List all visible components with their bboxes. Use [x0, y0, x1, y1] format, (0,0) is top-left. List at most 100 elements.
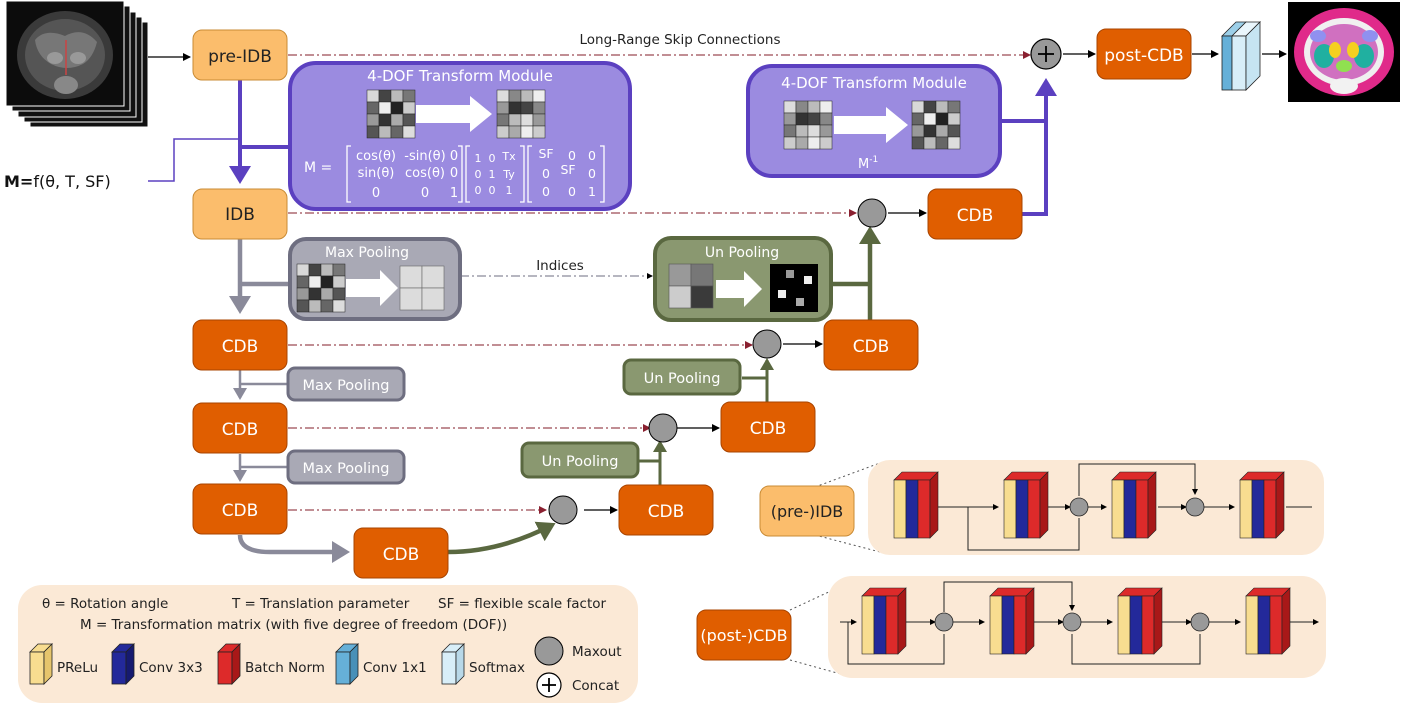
svg-text:0: 0 — [421, 186, 429, 201]
formula-bold: M= — [4, 172, 33, 191]
concat-legend-icon — [536, 672, 562, 698]
legend-translation: T = Translation parameter — [231, 596, 410, 612]
conv3-legend-icon — [111, 643, 135, 685]
svg-text:IDB: IDB — [225, 205, 255, 225]
svg-text:CDB: CDB — [383, 545, 420, 565]
block-post-cdb: post-CDB — [1096, 28, 1192, 80]
svg-text:Softmax: Softmax — [469, 660, 525, 676]
inverse-label: M-1 — [858, 155, 878, 172]
svg-text:sin(θ): sin(θ) — [358, 166, 395, 181]
svg-text:1: 1 — [506, 184, 513, 197]
un-pooling-small-2: Un Pooling — [622, 358, 742, 396]
cdb3-to-bottleneck-arrow — [237, 534, 350, 563]
block-cdb-bottleneck: CDB — [353, 527, 449, 579]
inverse-grid-output — [911, 100, 961, 150]
svg-text:0: 0 — [588, 166, 596, 181]
cdb-detail-stack-1 — [861, 587, 907, 655]
scale-matrix: SF 0 0 0 SF 0 0 0 1 — [538, 146, 596, 199]
max-pooling-title: Max Pooling — [325, 245, 409, 261]
block-idb: IDB — [192, 188, 288, 240]
legend: θ = Rotation angle T = Translation param… — [18, 585, 638, 703]
svg-text:CDB: CDB — [750, 419, 787, 439]
legend-matrix: M = Transformation matrix (with five deg… — [80, 617, 507, 633]
maxout-node-1 — [752, 329, 782, 359]
svg-text:0: 0 — [450, 149, 458, 164]
maxout-node-0 — [857, 198, 887, 228]
svg-text:Concat: Concat — [572, 678, 619, 694]
svg-text:0: 0 — [568, 184, 576, 199]
svg-text:Max Pooling: Max Pooling — [302, 378, 389, 394]
svg-text:Maxout: Maxout — [572, 644, 622, 660]
input-mri-stack — [5, 0, 149, 128]
svg-text:Un Pooling: Un Pooling — [644, 371, 721, 387]
concat-node — [1030, 38, 1062, 70]
transform-forward-title: 4-DOF Transform Module — [367, 67, 553, 85]
detail-cdb-panel: (post-)CDB — [696, 576, 1326, 678]
transform-module-forward: 4-DOF Transform Module — [288, 61, 632, 211]
idb-detail-stack-4 — [1239, 471, 1285, 539]
idb-detail-stack-3 — [1111, 471, 1157, 539]
conv1-legend-icon — [335, 643, 359, 685]
svg-text:SF: SF — [560, 162, 575, 177]
detail-idb-panel: (pre-)IDB — [759, 460, 1324, 555]
svg-text:0: 0 — [542, 166, 550, 181]
svg-text:Max Pooling: Max Pooling — [302, 461, 389, 477]
grid-input — [366, 89, 416, 139]
idb-detail-stack-1 — [893, 471, 939, 539]
transform-module-inverse: 4-DOF Transform Module — [746, 64, 1002, 178]
svg-text:cos(θ): cos(θ) — [356, 149, 396, 164]
cdb-detail-stack-2 — [989, 587, 1035, 655]
svg-text:-sin(θ): -sin(θ) — [404, 149, 445, 164]
un-pooling-title: Un Pooling — [705, 245, 779, 261]
inverse-grid-input — [783, 100, 833, 150]
svg-text:CDB: CDB — [853, 337, 890, 357]
transform-inverse-title: 4-DOF Transform Module — [781, 74, 967, 92]
svg-text:M=f(θ, T, SF): M=f(θ, T, SF) — [4, 172, 111, 191]
unpool-grid-input — [668, 263, 714, 309]
svg-text:CDB: CDB — [222, 420, 259, 440]
svg-text:CDB: CDB — [957, 206, 994, 226]
svg-text:0: 0 — [542, 184, 550, 199]
svg-text:1: 1 — [450, 186, 458, 201]
svg-text:Tx: Tx — [501, 150, 516, 163]
unpool-grid-output — [770, 264, 818, 312]
detail-idb-label: (pre-)IDB — [771, 502, 844, 521]
svg-text:CDB: CDB — [648, 502, 685, 522]
max-pooling-module: Max Pooling — [288, 237, 462, 321]
pool-grid-input — [296, 263, 346, 313]
bottleneck-to-maxout-arrow — [447, 521, 556, 555]
formula-input-line — [148, 138, 240, 182]
block-cdb-dec2: CDB — [720, 401, 816, 453]
block-cdb-enc1: CDB — [192, 319, 288, 371]
svg-text:0: 0 — [450, 166, 458, 181]
svg-text:0: 0 — [489, 152, 496, 165]
matrix-prefix: M = — [304, 160, 332, 176]
svg-text:1: 1 — [489, 168, 496, 181]
cdb-detail-stack-4 — [1245, 587, 1291, 655]
svg-text:CDB: CDB — [222, 501, 259, 521]
legend-scale: SF = flexible scale factor — [438, 596, 607, 612]
cdb-detail-stack-3 — [1117, 587, 1163, 655]
svg-text:0: 0 — [568, 148, 576, 163]
softmax-legend-icon — [441, 643, 465, 685]
rotation-matrix: cos(θ) -sin(θ) 0 sin(θ) cos(θ) 0 0 0 1 — [356, 149, 458, 201]
block-cdb-dec0: CDB — [927, 188, 1023, 240]
skip-connections — [288, 51, 1031, 514]
svg-text:PReLu: PReLu — [57, 660, 98, 676]
un-pooling-small-3: Un Pooling — [520, 441, 640, 479]
maxout-node-3 — [548, 495, 578, 525]
indices-label: Indices — [536, 258, 584, 274]
svg-text:1: 1 — [475, 152, 482, 165]
svg-text:1: 1 — [588, 184, 596, 199]
maxout-legend-icon — [534, 636, 564, 666]
block-cdb-enc3: CDB — [192, 483, 288, 535]
inverse-arrow — [834, 107, 908, 143]
input-formula: M=f(θ, T, SF) — [4, 172, 111, 191]
cdb-to-concat-line — [1022, 121, 1048, 216]
block-cdb-dec3: CDB — [618, 484, 714, 536]
block-cdb-dec1: CDB — [823, 319, 919, 371]
bnorm-legend-icon — [217, 643, 241, 685]
inverse-to-concat-line — [1000, 78, 1057, 123]
svg-text:post-CDB: post-CDB — [1104, 46, 1183, 66]
